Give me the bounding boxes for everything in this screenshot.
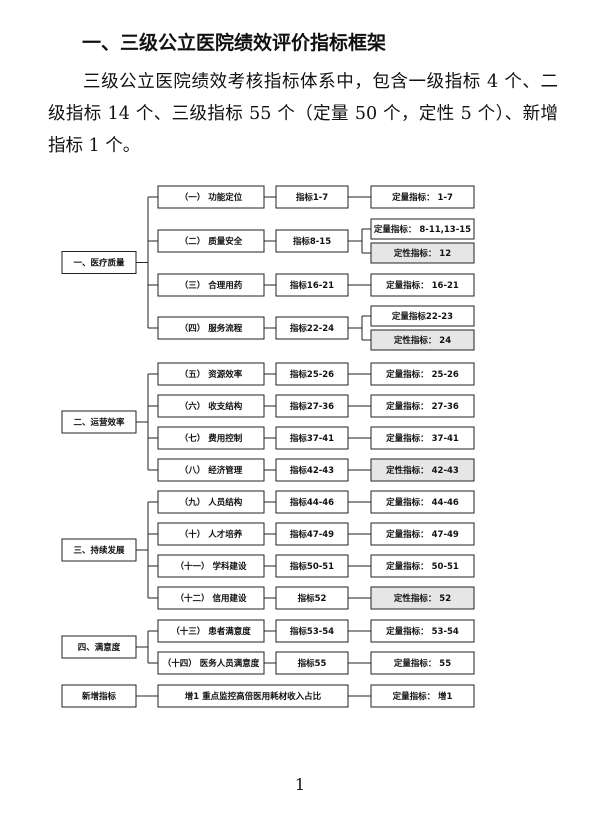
indicator-type-box	[370, 242, 475, 264]
indicator-type-label: 定量指标： 37-41	[385, 433, 459, 444]
indicator-type-label: 定性指标： 42-43	[385, 465, 459, 476]
level1-node-label: 二、运营效率	[73, 417, 125, 428]
indicator-range-label: 指标27-36	[290, 401, 334, 412]
indicator-range-label: 指标55	[298, 658, 327, 669]
page-number: 1	[294, 775, 306, 794]
new-indicator-type-label: 定量指标： 增1	[392, 691, 453, 702]
indicator-type-box	[370, 329, 475, 351]
indicator-type-box	[370, 426, 475, 450]
level1-node-label: 一、医疗质量	[73, 258, 125, 269]
indicator-type-label: 定量指标： 1-7	[391, 192, 453, 203]
level2-node-label: （五） 资源效率	[180, 369, 243, 380]
level2-node-label: （九） 人员结构	[180, 497, 243, 508]
indicator-type-label: 定量指标： 8-11,13-15	[373, 224, 471, 235]
new-indicator-node-label: 新增指标	[82, 691, 117, 702]
level1-node-label: 三、持续发展	[73, 545, 125, 556]
indicator-type-box	[370, 305, 475, 327]
indicator-type-label: 定量指标： 55	[393, 658, 451, 669]
indicator-range-label: 指标37-41	[290, 433, 334, 444]
indicator-type-box	[370, 651, 475, 675]
indicator-type-label: 定量指标： 25-26	[385, 369, 459, 380]
level2-node-label: （六） 收支结构	[180, 401, 243, 412]
indicator-range-label: 指标52	[298, 593, 327, 604]
indicator-type-box	[370, 218, 475, 240]
indicator-type-label: 定量指标： 27-36	[385, 401, 459, 412]
indicator-type-box	[370, 619, 475, 643]
indicator-range-label: 指标25-26	[290, 369, 334, 380]
indicator-range-label: 指标1-7	[296, 192, 328, 203]
level2-node-label: （二） 质量安全	[180, 236, 243, 247]
indicator-type-box	[370, 273, 475, 297]
indicator-type-label: 定量指标： 50-51	[385, 561, 459, 572]
indicator-type-label: 定性指标： 52	[393, 593, 451, 604]
indicator-type-label: 定量指标22-23	[391, 311, 453, 322]
level1-node-label: 四、满意度	[78, 642, 121, 653]
indicator-type-label: 定性指标： 24	[393, 335, 451, 346]
level2-node-label: （十三） 患者满意度	[171, 626, 251, 637]
level2-node-label: （十一） 学科建设	[176, 561, 247, 572]
new-indicator-name-label: 增1 重点监控高倍医用耗材收入占比	[185, 691, 322, 702]
indicator-type-box	[370, 458, 475, 482]
level2-node-label: （八） 经济管理	[180, 465, 243, 476]
level2-node-label: （七） 费用控制	[180, 433, 243, 444]
indicator-type-label: 定量指标： 44-46	[385, 497, 459, 508]
indicator-type-box	[370, 362, 475, 386]
indicator-type-box	[370, 394, 475, 418]
indicator-range-label: 指标47-49	[290, 529, 334, 540]
indicator-type-box	[370, 185, 475, 209]
indicator-type-box	[370, 554, 475, 578]
level2-node-label: （四） 服务流程	[180, 323, 243, 334]
indicator-range-label: 指标16-21	[290, 280, 334, 291]
indicator-range-label: 指标8-15	[293, 236, 331, 247]
level2-node-label: （一） 功能定位	[180, 192, 243, 203]
level2-node-label: （十） 人才培养	[180, 529, 243, 540]
indicator-type-box	[370, 490, 475, 514]
indicator-range-label: 指标50-51	[290, 561, 334, 572]
indicator-range-label: 指标22-24	[290, 323, 334, 334]
indicator-type-label: 定性指标： 12	[393, 248, 451, 259]
level2-node-label: （十二） 信用建设	[176, 593, 247, 604]
indicator-type-label: 定量指标： 16-21	[385, 280, 459, 291]
section-heading: 一、三级公立医院绩效评价指标框架	[82, 32, 387, 54]
indicator-range-label: 指标42-43	[290, 465, 334, 476]
indicator-range-label: 指标44-46	[290, 497, 334, 508]
indicator-type-box	[370, 522, 475, 546]
intro-paragraph: 三级公立医院绩效考核指标体系中，包含一级指标 4 个、二级指标 14 个、三级指…	[48, 72, 558, 156]
level2-node-label: （十四） 医务人员满意度	[163, 658, 260, 669]
indicator-type-label: 定量指标： 53-54	[385, 626, 459, 637]
indicator-type-box	[370, 586, 475, 610]
indicator-range-label: 指标53-54	[290, 626, 334, 637]
new-indicator-type-box	[370, 684, 475, 708]
indicator-type-label: 定量指标： 47-49	[385, 529, 459, 540]
level2-node-label: （三） 合理用药	[180, 280, 243, 291]
